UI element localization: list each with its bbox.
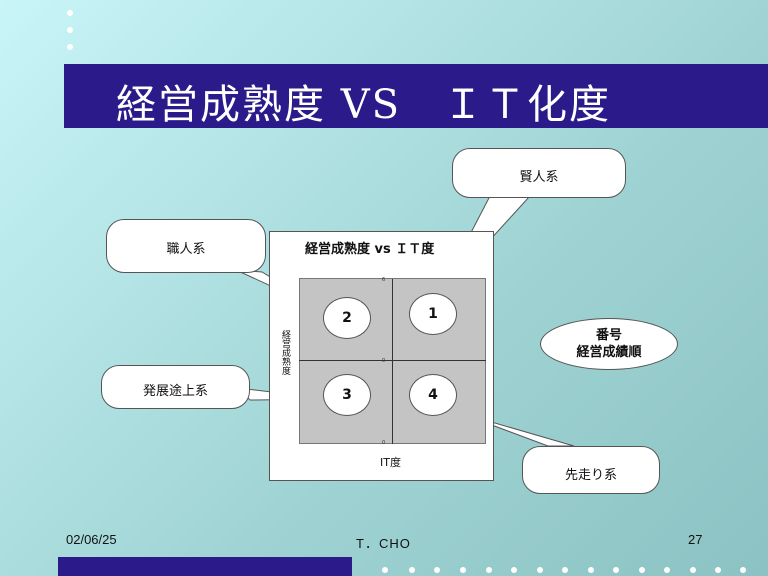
legend-line-1: 番号 (595, 328, 622, 343)
page-number: 27 (688, 532, 703, 547)
callout-hatten-text: 発展途上系 (142, 384, 208, 399)
callout-kenjin-text: 賢人系 (519, 170, 559, 185)
decor-dot (382, 567, 388, 573)
decor-dot (690, 567, 696, 573)
y-axis-label: 経営成熟度 (280, 330, 290, 375)
footer-bar (58, 557, 352, 576)
x-axis-label: IT度 (380, 456, 401, 469)
callout-shokunin: 職人系 (106, 219, 266, 273)
decor-dot (67, 44, 73, 50)
decor-dot (537, 567, 543, 573)
quadrant-marker-3: 3 (323, 374, 371, 416)
callout-hatten: 発展途上系 (101, 365, 250, 409)
title-bar (64, 64, 768, 128)
quadrant-marker-4: 4 (409, 374, 457, 416)
footer-author: T．CHO (356, 536, 411, 551)
callout-kenjin: 賢人系 (452, 148, 626, 198)
decor-dot (486, 567, 492, 573)
decor-dot (715, 567, 721, 573)
decor-dot (511, 567, 517, 573)
footer-date: 02/06/25 (66, 532, 117, 547)
quadrant-marker-1: 1 (409, 293, 457, 335)
horizontal-axis (299, 360, 486, 361)
chart-title: 経営成熟度 vs ＩＴ度 (305, 242, 435, 257)
decor-dot (562, 567, 568, 573)
decor-dot (67, 10, 73, 16)
decor-dot (740, 567, 746, 573)
legend-line-2: 経営成績順 (576, 345, 642, 360)
tick-label-top: 6 (382, 277, 386, 283)
callout-shokunin-text: 職人系 (166, 242, 206, 257)
legend-oval: 番号 経営成績順 (540, 318, 678, 370)
tick-label-bottom: 0 (382, 440, 386, 446)
decor-dot (664, 567, 670, 573)
tick-label-mid: 0 (382, 358, 386, 364)
decor-dot (434, 567, 440, 573)
slide-title: 経営成熟度 VS ＩＴ化度 (116, 82, 612, 128)
decor-dot (588, 567, 594, 573)
callout-sakibashiri-text: 先走り系 (564, 468, 617, 483)
decor-dot (67, 27, 73, 33)
callout-sakibashiri: 先走り系 (522, 446, 660, 494)
decor-dot (460, 567, 466, 573)
decor-dot (639, 567, 645, 573)
vertical-axis (392, 279, 393, 444)
decor-dot (409, 567, 415, 573)
decor-dot (613, 567, 619, 573)
quadrant-marker-2: 2 (323, 297, 371, 339)
